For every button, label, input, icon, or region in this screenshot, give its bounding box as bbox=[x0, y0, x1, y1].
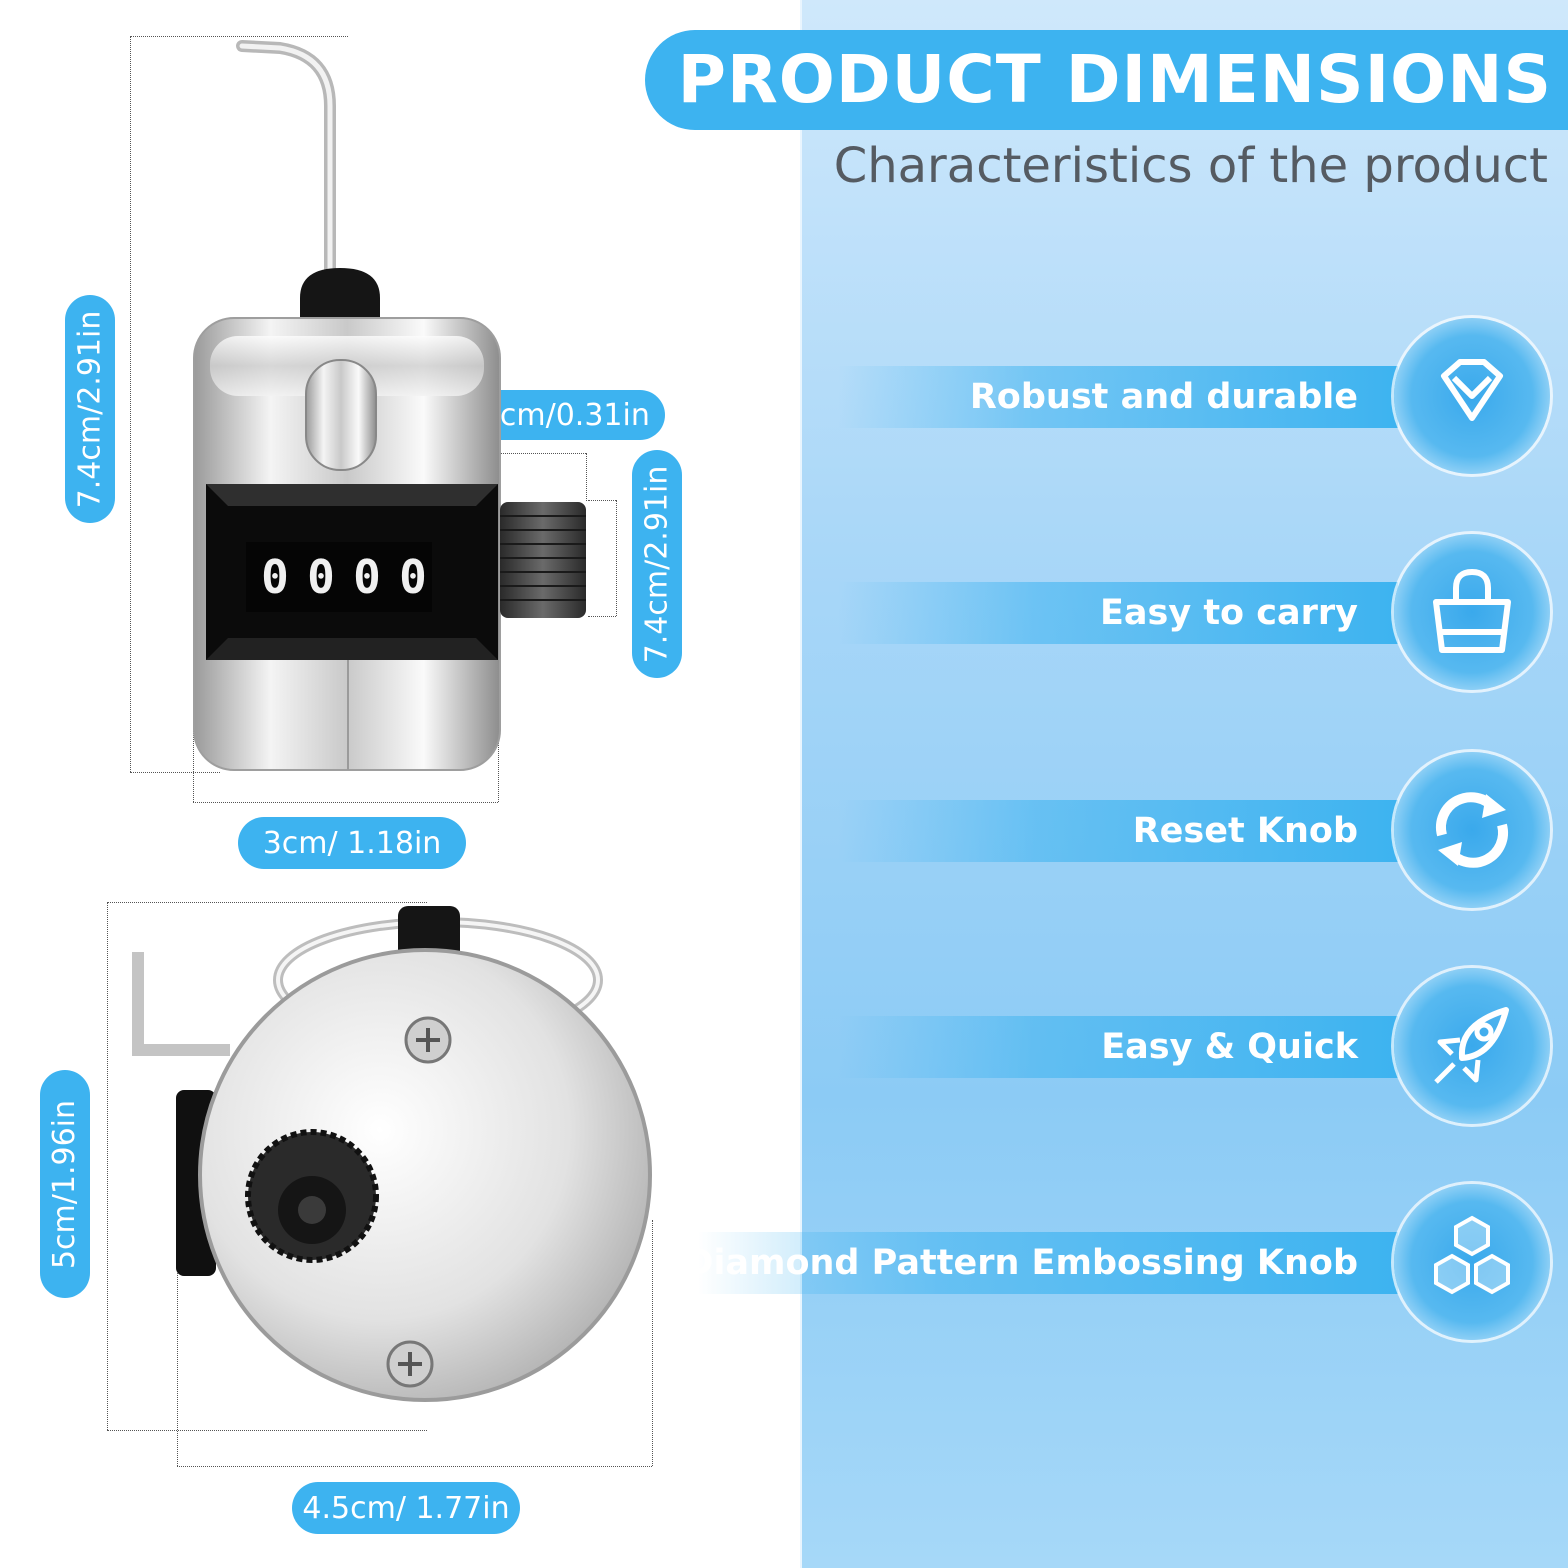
feature-icon-circle bbox=[1394, 318, 1550, 474]
guide-line bbox=[107, 902, 108, 1430]
guide-line bbox=[130, 772, 220, 773]
guide-line bbox=[107, 1430, 427, 1431]
feature-label: Diamond Pattern Embossing Knob bbox=[684, 1243, 1358, 1283]
guide-line bbox=[177, 1466, 652, 1467]
counter-digit: 0 bbox=[399, 550, 427, 604]
feature-band bbox=[838, 366, 1398, 428]
page-subtitle: Characteristics of the product bbox=[833, 138, 1548, 194]
guide-line bbox=[616, 500, 617, 616]
feature-label: Reset Knob bbox=[1132, 811, 1358, 851]
feature-icon-circle bbox=[1394, 534, 1550, 690]
page-title: PRODUCT DIMENSIONS bbox=[677, 41, 1552, 118]
feature-quick: Easy & Quick bbox=[800, 962, 1568, 1132]
tally-counter-back bbox=[132, 906, 652, 1402]
dimension-back-width: 4.5cm/ 1.77in bbox=[292, 1482, 520, 1534]
feature-robust: Robust and durable bbox=[800, 312, 1568, 482]
rocket-icon bbox=[1434, 1007, 1509, 1084]
bag-icon bbox=[1433, 568, 1511, 653]
feature-icon-circle bbox=[1394, 752, 1550, 908]
guide-line bbox=[193, 802, 498, 803]
guide-line bbox=[177, 1260, 178, 1466]
refresh-icon bbox=[1436, 792, 1508, 868]
feature-icon-circle bbox=[1394, 1184, 1550, 1340]
feature-icon-circle bbox=[1394, 968, 1550, 1124]
guide-line bbox=[588, 616, 616, 617]
feature-label: Easy to carry bbox=[1099, 593, 1358, 633]
tally-counter-front bbox=[193, 40, 586, 771]
counter-digit: 0 bbox=[353, 550, 381, 604]
dimension-front-width: 3cm/ 1.18in bbox=[238, 817, 466, 869]
dimension-back-height: 5cm/1.96in bbox=[40, 1070, 90, 1298]
feature-band bbox=[838, 1016, 1398, 1078]
panel-divider bbox=[800, 0, 802, 1568]
feature-band bbox=[698, 1232, 1398, 1294]
guide-line bbox=[652, 1220, 653, 1466]
counter-digit: 0 bbox=[261, 550, 289, 604]
diamond-icon bbox=[1441, 359, 1503, 421]
feature-reset: Reset Knob bbox=[800, 746, 1568, 916]
feature-band bbox=[838, 800, 1398, 862]
hexagons-icon bbox=[1434, 1215, 1510, 1295]
guide-line bbox=[130, 36, 131, 772]
feature-carry: Easy to carry bbox=[800, 528, 1568, 698]
dimension-front-height: 7.4cm/2.91in bbox=[65, 295, 115, 523]
counter-display: 0 0 0 0 bbox=[252, 542, 436, 612]
guide-line bbox=[500, 453, 586, 454]
title-banner: PRODUCT DIMENSIONS bbox=[645, 30, 1568, 130]
feature-label: Easy & Quick bbox=[1101, 1027, 1358, 1067]
dimension-knob-height: 7.4cm/2.91in bbox=[632, 450, 682, 678]
guide-line bbox=[130, 36, 348, 37]
feature-band bbox=[838, 582, 1398, 644]
counter-digit: 0 bbox=[307, 550, 335, 604]
feature-embossing: Diamond Pattern Embossing Knob bbox=[684, 1178, 1568, 1348]
guide-line bbox=[588, 500, 616, 501]
guide-line bbox=[107, 902, 427, 903]
feature-label: Robust and durable bbox=[969, 377, 1358, 417]
guide-line bbox=[586, 453, 587, 501]
